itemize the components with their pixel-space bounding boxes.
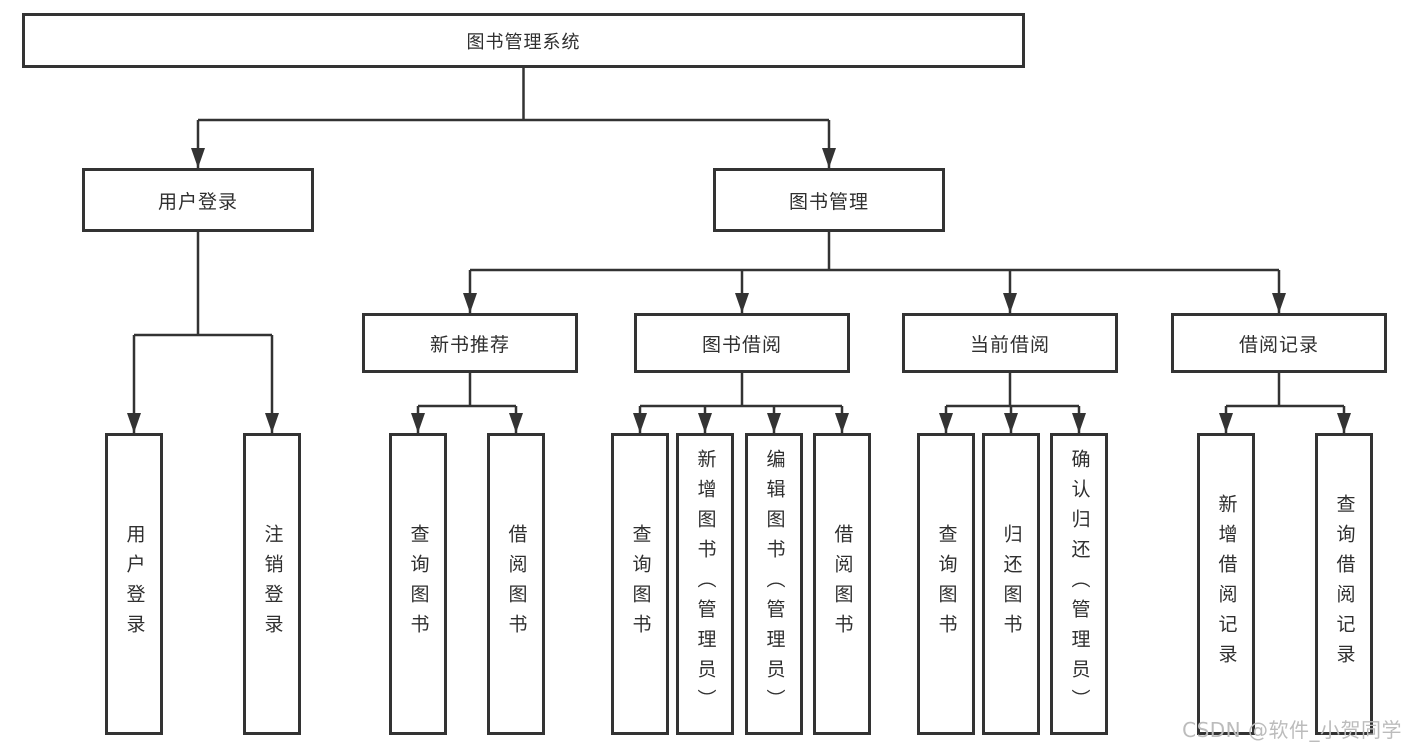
- node-label: 编辑图书（管理员）: [763, 449, 786, 719]
- node-query-books-current: 查询图书: [917, 433, 975, 735]
- node-label: 新增借阅记录: [1215, 494, 1238, 674]
- node-label: 借阅图书: [831, 524, 854, 644]
- node-return-books: 归还图书: [982, 433, 1040, 735]
- node-logout-login: 注销登录: [243, 433, 301, 735]
- node-label: 当前借阅: [969, 333, 1050, 356]
- connector-arrows: [127, 120, 1351, 433]
- node-new-book-recommend: 新书推荐: [362, 313, 578, 373]
- node-add-books-admin: 新增图书（管理员）: [676, 433, 734, 735]
- node-current-borrowing: 当前借阅: [902, 313, 1118, 373]
- node-label: 新增图书（管理员）: [694, 449, 717, 719]
- node-label: 借阅图书: [505, 524, 528, 644]
- csdn-watermark: CSDN @软件_小贺同学: [1182, 718, 1402, 742]
- node-label: 图书管理: [788, 190, 869, 213]
- node-label: 查询图书: [407, 524, 430, 644]
- node-borrow-books-recommend: 借阅图书: [487, 433, 545, 735]
- node-add-borrow-record: 新增借阅记录: [1197, 433, 1255, 735]
- node-label: 查询图书: [629, 524, 652, 644]
- node-label: 查询借阅记录: [1333, 494, 1356, 674]
- node-label: 查询图书: [935, 524, 958, 644]
- node-confirm-return-admin: 确认归还（管理员）: [1050, 433, 1108, 735]
- node-label: 借阅记录: [1238, 333, 1319, 356]
- node-label: 归还图书: [1000, 524, 1023, 644]
- node-library-system: 图书管理系统: [22, 13, 1025, 68]
- node-label: 图书借阅: [701, 333, 782, 356]
- node-borrow-books: 借阅图书: [813, 433, 871, 735]
- node-label: 图书管理系统: [466, 31, 581, 53]
- node-label: 注销登录: [261, 524, 284, 644]
- node-user-login-branch: 用户登录: [82, 168, 314, 232]
- node-user-login: 用户登录: [105, 433, 163, 735]
- node-book-management-branch: 图书管理: [713, 168, 945, 232]
- connector-elbows: [134, 68, 1344, 408]
- node-label: 新书推荐: [429, 333, 510, 356]
- node-query-books-borrowing: 查询图书: [611, 433, 669, 735]
- node-edit-books-admin: 编辑图书（管理员）: [745, 433, 803, 735]
- node-label: 确认归还（管理员）: [1068, 449, 1091, 719]
- node-label: 用户登录: [123, 524, 146, 644]
- node-label: 用户登录: [157, 190, 238, 213]
- node-borrowing-records: 借阅记录: [1171, 313, 1387, 373]
- node-query-books-recommend: 查询图书: [389, 433, 447, 735]
- node-book-borrowing: 图书借阅: [634, 313, 850, 373]
- node-query-borrow-record: 查询借阅记录: [1315, 433, 1373, 735]
